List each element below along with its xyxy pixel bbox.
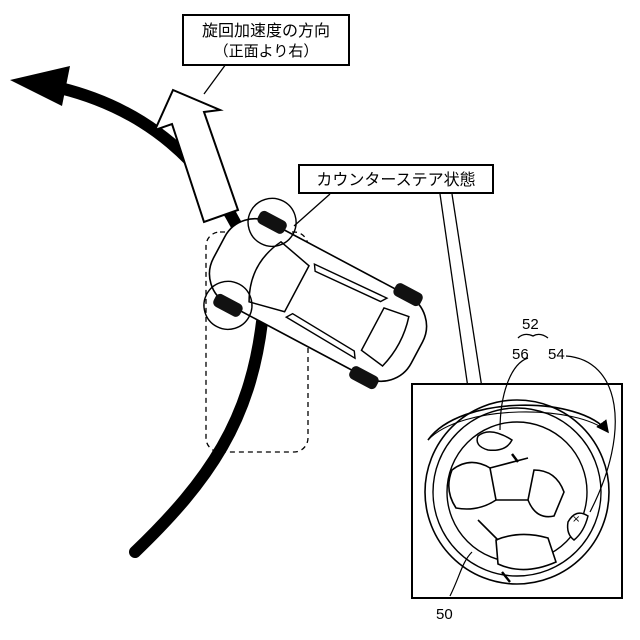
direction-callout-line1: 旋回加速度の方向 xyxy=(184,20,348,41)
countersteer-leader-2 xyxy=(440,194,468,388)
direction-callout-line2: （正面より右） xyxy=(184,41,348,61)
travel-path-lower xyxy=(135,322,262,552)
countersteer-leader-3 xyxy=(452,194,482,388)
steering-spoke-bottom xyxy=(496,534,556,569)
direction-callout: 旋回加速度の方向 （正面より右） xyxy=(182,14,350,66)
ref-52: 52 xyxy=(522,316,539,333)
acceleration-direction-arrow xyxy=(155,90,238,222)
direction-callout-leader xyxy=(204,64,226,94)
travel-path-arrowhead xyxy=(10,66,70,106)
countersteer-callout: カウンターステア状態 xyxy=(298,164,494,194)
steering-spoke-left xyxy=(449,462,496,509)
ref-54: 54 xyxy=(548,346,565,363)
vehicle-body xyxy=(198,207,439,393)
bracket-52 xyxy=(518,334,548,338)
countersteer-label: カウンターステア状態 xyxy=(300,170,492,190)
ref-56: 56 xyxy=(512,346,529,363)
countersteer-leader-1 xyxy=(294,194,330,226)
ref-50: 50 xyxy=(436,606,453,623)
vehicle xyxy=(186,185,450,416)
grip-marker-x: × xyxy=(572,514,580,525)
